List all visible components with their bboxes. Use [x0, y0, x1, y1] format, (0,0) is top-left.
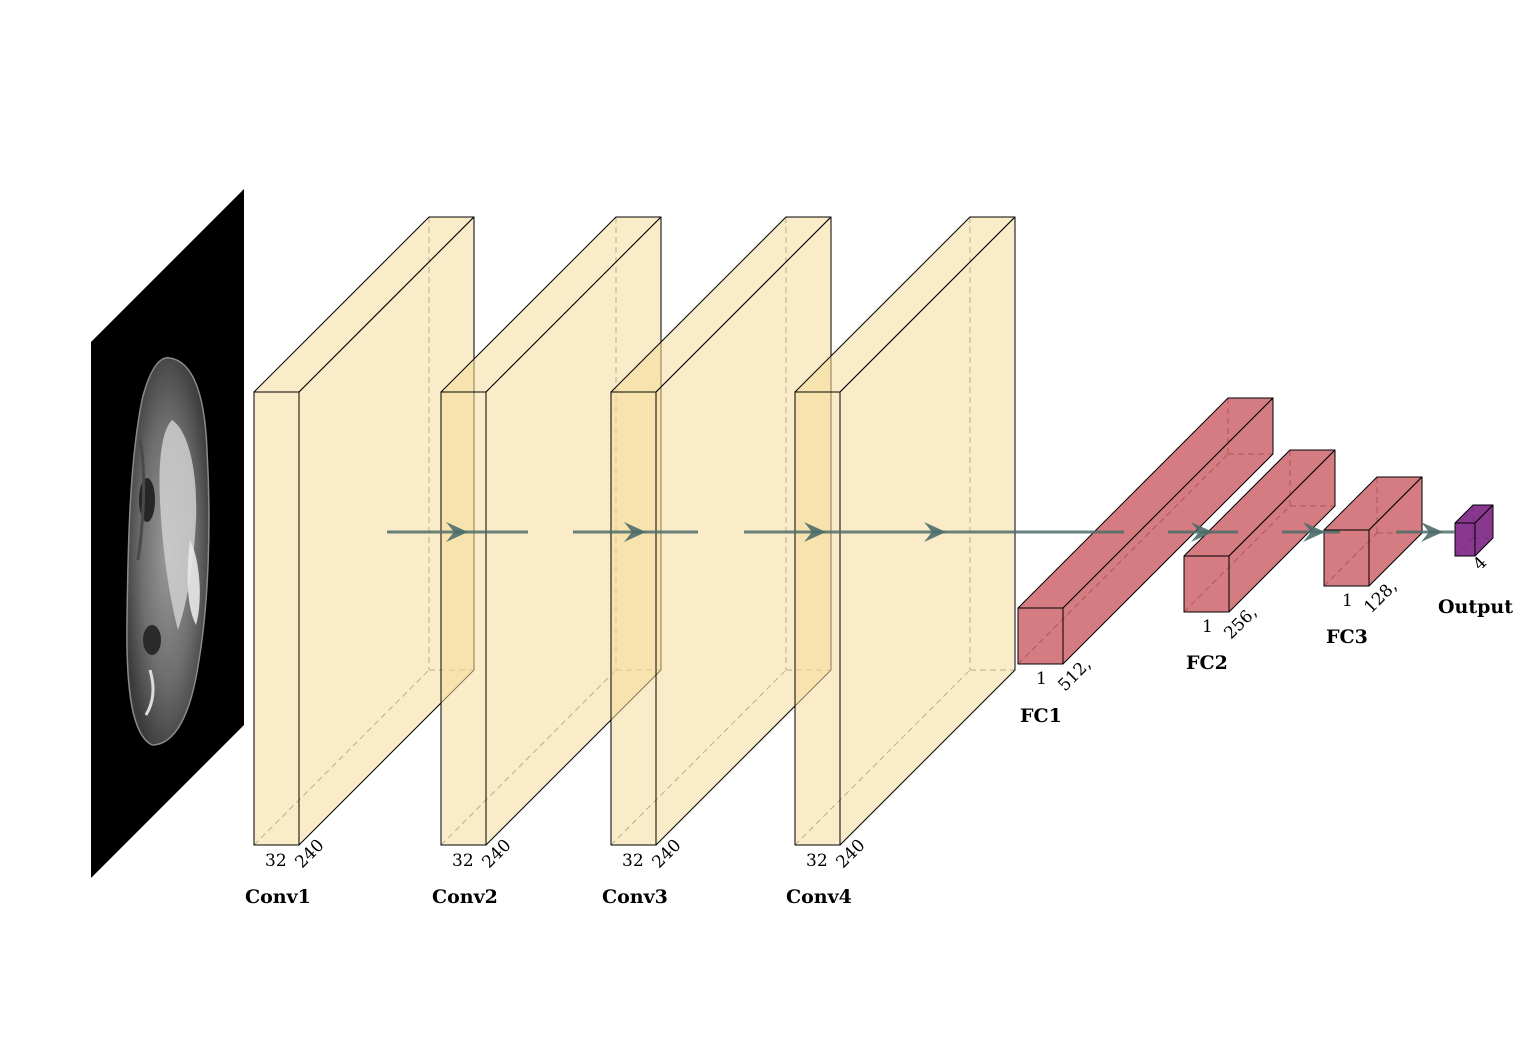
conv4-name-label: Conv4	[786, 886, 852, 908]
conv1-depth-label: 32	[265, 851, 287, 871]
output-name-label: Output	[1438, 596, 1513, 618]
conv-layer-3	[610, 216, 832, 846]
connection-conv3-conv4-arrowhead	[804, 522, 826, 542]
brain-mri-slice-icon	[126, 357, 210, 746]
connections	[387, 522, 1455, 542]
conv3-depth-label: 32	[622, 851, 644, 871]
conv2-name-label: Conv2	[432, 886, 498, 908]
connection-fc3-output	[1396, 522, 1455, 542]
conv-layer-1	[253, 216, 475, 846]
output-size-label: 4	[1469, 553, 1491, 575]
connection-fc1-fc2	[1168, 522, 1238, 542]
fc2-name-label: FC2	[1186, 652, 1228, 674]
connection-conv1-conv2-arrowhead	[446, 522, 468, 542]
output-layer	[1454, 504, 1494, 557]
output-layer-front-face	[1454, 522, 1476, 557]
conv2-depth-label: 32	[452, 851, 474, 871]
fc3-depth-label: 1	[1342, 591, 1353, 611]
input-image	[91, 189, 244, 878]
fc-layer-3-front-face	[1323, 529, 1370, 587]
conv-layer-4-front-face	[794, 391, 841, 846]
connection-fc1-fc2-arrowhead	[1191, 522, 1213, 542]
connection-fc2-fc3-arrowhead	[1303, 522, 1325, 542]
fc1-name-label: FC1	[1020, 705, 1062, 727]
connection-conv1-conv2	[387, 522, 528, 542]
connection-conv4-fc1-arrowhead	[924, 522, 946, 542]
fc-layer-3	[1323, 476, 1423, 587]
conv4-depth-label: 32	[806, 851, 828, 871]
connection-conv3-conv4	[744, 522, 883, 542]
conv-layer-2-front-face	[440, 391, 487, 846]
conv1-name-label: Conv1	[245, 886, 311, 908]
connection-fc3-output-arrowhead	[1421, 522, 1443, 542]
connection-conv2-conv3-arrowhead	[624, 522, 646, 542]
connection-conv2-conv3	[573, 522, 698, 542]
conv-layer-1-front-face	[253, 391, 300, 846]
connection-fc2-fc3	[1282, 522, 1340, 542]
fc-layer-1-front-face	[1017, 607, 1064, 665]
fc-layer-2-front-face	[1183, 555, 1230, 613]
fc2-depth-label: 1	[1202, 617, 1213, 637]
connection-conv4-fc1	[883, 522, 1124, 542]
fc3-name-label: FC3	[1326, 626, 1368, 648]
fc1-depth-label: 1	[1036, 669, 1047, 689]
conv-layer-3-front-face	[610, 391, 657, 846]
conv3-name-label: Conv3	[602, 886, 668, 908]
